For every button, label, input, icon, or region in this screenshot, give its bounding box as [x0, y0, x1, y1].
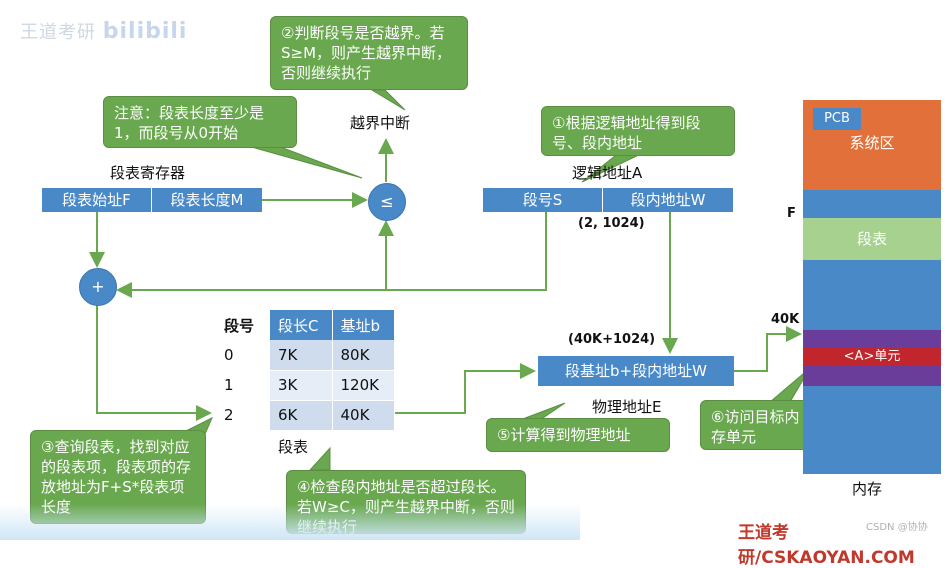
memory-segment-2: [803, 366, 941, 386]
compare-node: ≤: [368, 183, 406, 221]
watermark: 王道考研 bilibili: [20, 19, 188, 44]
table-row: 2 6K 40K: [216, 400, 394, 430]
memory-target-unit: <A>单元: [803, 348, 941, 366]
row-seg: 2: [224, 406, 234, 424]
memory-seg-table: 段表: [803, 218, 941, 260]
logical-seg: 段号S: [483, 188, 603, 212]
callout-step2: ②判断段号是否越界。若S≥M，则产生越界中断，否则继续执行: [270, 16, 468, 90]
segment-table: 段号 段长C 基址b 0 7K 80K 1 3K 120K 2 6K 40K: [216, 310, 394, 430]
phys-addr-value: (40K+1024): [568, 332, 656, 347]
header-base: 基址b: [332, 310, 394, 340]
callout-step1: ①根据逻辑地址得到段号、段内地址: [541, 106, 735, 156]
overflow-label: 越界中断: [350, 114, 411, 132]
row-len: 7K: [270, 340, 333, 371]
memory-block: [803, 260, 941, 330]
memory-block: [803, 190, 941, 218]
header-len: 段长C: [270, 310, 333, 340]
phys-addr-label: 物理地址E: [592, 398, 662, 416]
footer-wave: [0, 504, 580, 540]
seg-register-label: 段表寄存器: [110, 164, 186, 182]
row-base: 80K: [332, 340, 394, 371]
plus-node: +: [79, 268, 117, 306]
row-len: 3K: [270, 370, 333, 401]
memory-system-area: PCB 系统区: [803, 100, 941, 190]
logical-addr-label: 逻辑地址A: [572, 164, 643, 182]
row-len: 6K: [270, 400, 333, 430]
mem-40k-label: 40K: [771, 312, 800, 327]
seg-table-label: 段表: [278, 438, 309, 456]
logical-offset: 段内地址W: [603, 188, 733, 212]
row-seg: 0: [224, 346, 234, 364]
pcb-block: PCB: [813, 108, 861, 130]
register-start: 段表始址F: [42, 188, 152, 212]
memory-segment-2: [803, 330, 941, 348]
row-seg: 1: [224, 376, 234, 394]
memory-block: [803, 386, 941, 474]
row-base: 40K: [332, 400, 394, 430]
header-seg: 段号: [224, 316, 255, 335]
connector-lines: [89, 89, 811, 471]
callout-note: 注意：段表长度至少是1，而段号从0开始: [103, 96, 297, 148]
system-area-label: 系统区: [849, 134, 895, 152]
table-row: 1 3K 120K: [216, 370, 394, 401]
row-base: 120K: [332, 370, 394, 401]
logical-addr-value: (2, 1024): [578, 216, 645, 231]
csdn-watermark: CSDN @协协: [866, 522, 928, 533]
table-row: 0 7K 80K: [216, 340, 394, 371]
register-length: 段表长度M: [152, 188, 262, 212]
phys-addr-box: 段基址b+段内地址W: [538, 356, 734, 386]
memory-label: 内存: [852, 480, 883, 498]
callout-step5: ⑤计算得到物理地址: [486, 418, 670, 452]
callout-step6: ⑥访问目标内存单元: [700, 400, 812, 450]
mem-F-label: F: [787, 206, 796, 221]
table-header: 段号 段长C 基址b: [216, 310, 394, 340]
